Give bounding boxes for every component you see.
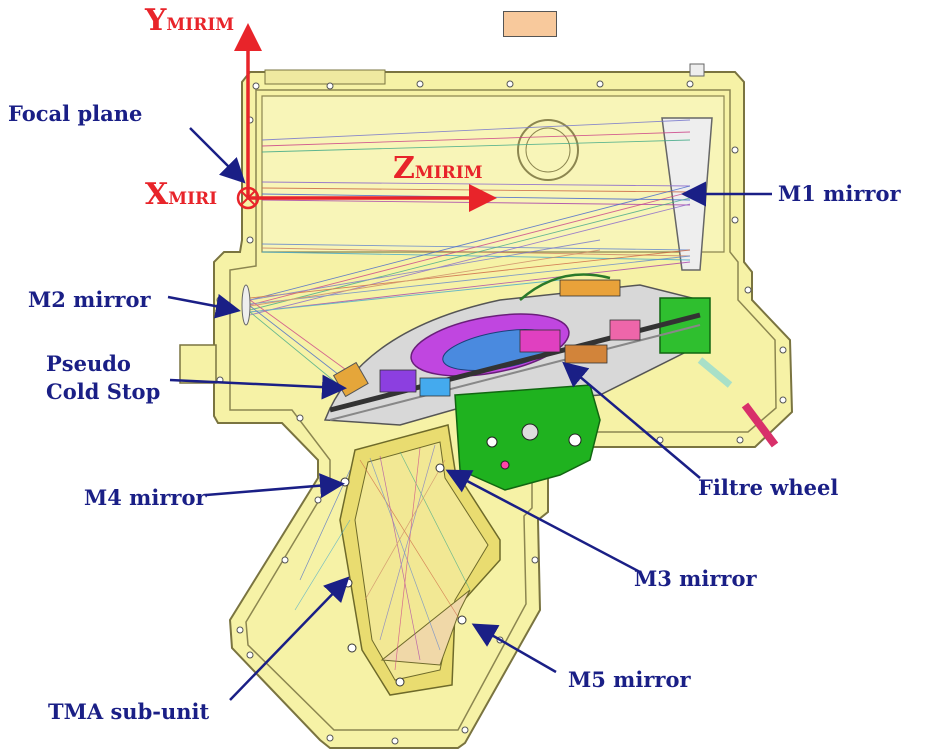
label-m4-mirror: M4 mirror: [84, 485, 207, 510]
housing-bolts: [216, 80, 787, 745]
y-axis-main: Y: [145, 3, 167, 38]
x-axis-origin: [236, 186, 260, 210]
upper-chamber: [261, 95, 725, 253]
upper-ring-inner: [525, 127, 571, 173]
label-m5-mirror: M5 mirror: [568, 667, 691, 692]
y-axis-sub: MIRIM: [166, 15, 235, 35]
x-axis-main: X: [145, 177, 169, 212]
z-axis-main: Z: [393, 151, 415, 186]
label-pseudo: Pseudo: [46, 351, 131, 376]
label-m1-mirror: M1 mirror: [778, 181, 901, 206]
z-axis-label: ZMIRIM: [393, 154, 483, 184]
x-axis-label: XMIRI: [145, 180, 217, 210]
label-cold-stop: Cold Stop: [46, 379, 161, 404]
top-right-tab: [689, 63, 705, 77]
x-axis-sub: MIRI: [168, 189, 218, 209]
green-cable: [519, 273, 611, 301]
color-swatch-box: [503, 11, 557, 37]
label-focal-plane: Focal plane: [8, 101, 143, 126]
label-m2-mirror: M2 mirror: [28, 287, 151, 312]
m2-mirror-shape: [241, 284, 251, 326]
y-axis-label: YMIRIM: [145, 6, 234, 36]
pink-connector: [741, 402, 779, 448]
filter-wheel-strut-2: [329, 324, 701, 421]
top-bracket-left: [264, 69, 386, 85]
m5-mirror-shape: [380, 589, 471, 666]
label-m3-mirror: M3 mirror: [634, 566, 757, 591]
label-tma-sub-unit: TMA sub-unit: [48, 699, 210, 724]
filter-wheel-details: [379, 279, 641, 470]
mint-connector: [697, 357, 733, 388]
z-axis-sub: MIRIM: [414, 163, 483, 183]
tma-ray-bundle: [294, 444, 471, 671]
housing-inner-wall: [229, 89, 777, 731]
x-axis-cross-2: [240, 190, 256, 206]
leader-arrows: [167, 127, 772, 701]
ray-bundle-diagonal: [249, 185, 691, 391]
upper-ring: [517, 119, 579, 181]
label-filtre-wheel: Filtre wheel: [698, 475, 839, 500]
left-bracket: [179, 344, 217, 384]
